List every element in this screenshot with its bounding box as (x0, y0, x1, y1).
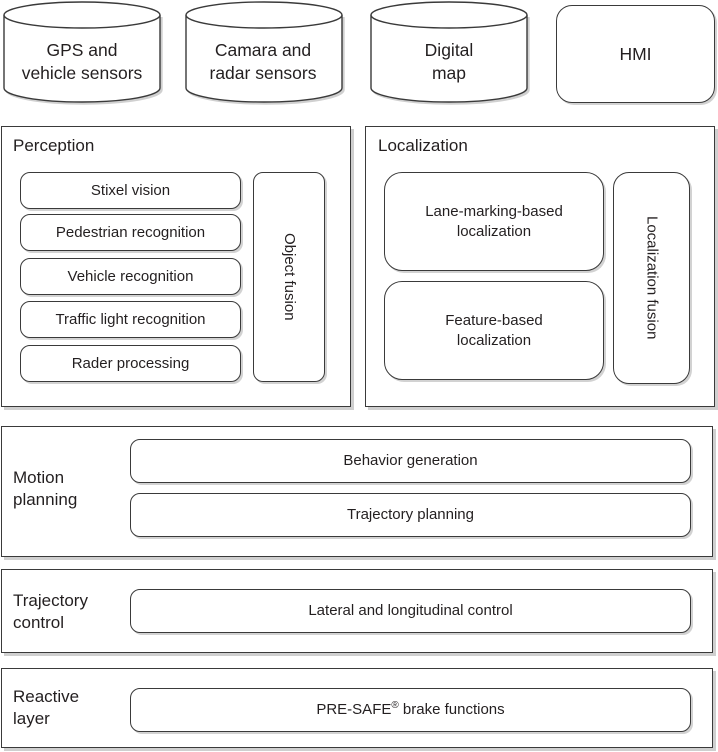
title-line1: Reactive (13, 687, 80, 706)
module-pre-safe-brake-functions: PRE-SAFE® brake functions (130, 688, 691, 732)
module-object-fusion: Object fusion (253, 172, 325, 382)
module-stixel-vision: Stixel vision (20, 172, 241, 209)
title-line2: planning (13, 490, 78, 509)
title-line1: Trajectory (13, 591, 88, 610)
source-digital-map: Digital map (368, 0, 532, 108)
module-label: Object fusion (281, 233, 298, 321)
perception-title: Perception (13, 136, 95, 155)
localization-panel: Localization Lane-marking-based localiza… (365, 126, 715, 407)
source-gps-vehicle-sensors: GPS and vehicle sensors (0, 0, 164, 108)
reactive-layer-panel: Reactive layer PRE-SAFE® brake functions (1, 668, 713, 748)
module-label-line1: Lane-marking-based (425, 202, 563, 220)
trajectory-control-panel: Trajectory control Lateral and longitudi… (1, 569, 713, 653)
localization-title: Localization (378, 136, 468, 155)
source-label: HMI (619, 44, 652, 64)
module-label-line2: localization (456, 331, 532, 349)
source-label-line2: radar sensors (209, 63, 317, 83)
perception-panel: Perception Stixel vision Pedestrian reco… (1, 126, 351, 407)
cylinder-icon (185, 1, 343, 103)
source-label-line1: Camara and (214, 40, 312, 60)
title-line2: control (13, 613, 65, 632)
module-label: PRE-SAFE® brake functions (316, 700, 504, 720)
module-rader-processing: Rader processing (20, 345, 241, 382)
title-line2: layer (13, 709, 50, 728)
source-label: Camara and radar sensors (179, 39, 347, 85)
module-label-line1: Feature-based (445, 311, 543, 329)
source-label-line2: map (431, 63, 467, 83)
module-label: Pedestrian recognition (55, 223, 206, 241)
module-label-prefix: PRE-SAFE (316, 701, 392, 718)
module-traffic-light-recognition: Traffic light recognition (20, 301, 241, 338)
source-hmi: HMI (556, 5, 715, 103)
module-lateral-longitudinal-control: Lateral and longitudinal control (130, 589, 691, 633)
module-label: Lateral and longitudinal control (308, 602, 513, 619)
module-pedestrian-recognition: Pedestrian recognition (20, 214, 241, 251)
module-lane-marking-localization: Lane-marking-based localization (384, 172, 604, 271)
source-label: Digital map (366, 39, 532, 85)
module-label: Localization fusion (643, 216, 661, 340)
module-localization-fusion: Localization fusion (613, 172, 690, 384)
trajectory-control-title: Trajectory control (13, 590, 88, 634)
source-label-line1: Digital (424, 40, 474, 60)
registered-mark: ® (391, 700, 399, 711)
module-label: Traffic light recognition (55, 310, 206, 328)
module-label: Stixel vision (90, 181, 171, 199)
module-vehicle-recognition: Vehicle recognition (20, 258, 241, 295)
module-label-suffix: brake functions (398, 701, 505, 718)
cylinder-icon (3, 1, 161, 103)
reactive-layer-title: Reactive layer (13, 686, 79, 730)
module-trajectory-planning: Trajectory planning (130, 493, 691, 537)
module-label: Rader processing (71, 354, 190, 372)
source-label-line1: GPS and (46, 40, 118, 60)
module-feature-based-localization: Feature-based localization (384, 281, 604, 380)
source-camera-radar-sensors: Camara and radar sensors (183, 0, 347, 108)
source-label: GPS and vehicle sensors (0, 39, 164, 85)
module-label: Behavior generation (343, 452, 478, 469)
title-line1: Motion (13, 468, 65, 487)
motion-planning-title: Motion planning (13, 467, 77, 511)
module-behavior-generation: Behavior generation (130, 439, 691, 483)
module-label: Trajectory planning (346, 506, 474, 523)
source-label-line2: vehicle sensors (21, 63, 143, 83)
cylinder-icon (370, 1, 528, 103)
module-label-line2: localization (456, 222, 532, 240)
motion-planning-panel: Motion planning Behavior generation Traj… (1, 426, 713, 557)
module-label: Vehicle recognition (67, 267, 194, 285)
